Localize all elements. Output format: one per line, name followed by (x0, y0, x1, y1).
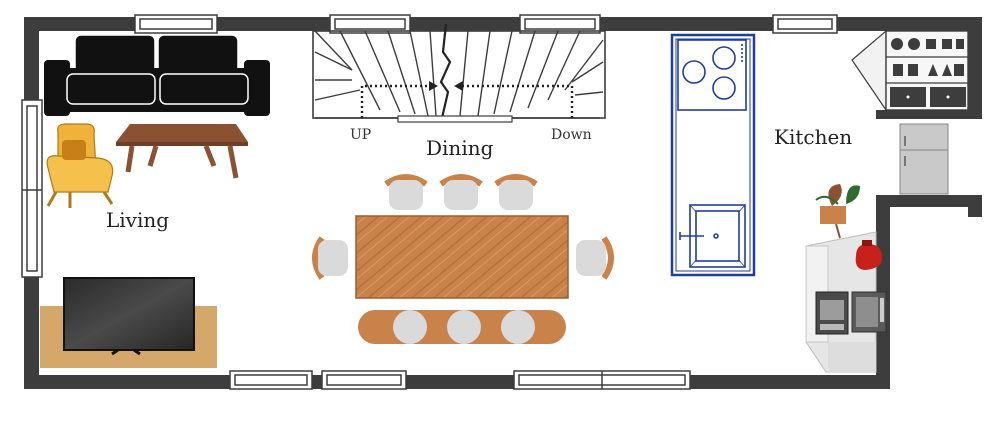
cooktop-icon (677, 39, 747, 111)
room-label-living: Living (106, 208, 169, 232)
room-label-dining: Dining (426, 136, 494, 160)
wall-top (24, 17, 982, 31)
dining-chair (439, 174, 483, 210)
windows (21, 14, 838, 390)
dining-chair-left (312, 236, 348, 280)
microwave-icon (851, 291, 887, 333)
dining-table-icon (355, 215, 569, 299)
window-top-4 (772, 14, 838, 34)
armchair-icon (46, 123, 114, 208)
stair-up-label: UP (350, 127, 371, 143)
up-arrow-path (360, 84, 430, 118)
sink-icon (679, 204, 746, 268)
window-bottom-3 (513, 370, 691, 390)
wall-right-upper (968, 17, 982, 117)
sofa-icon (44, 34, 270, 116)
dining-chair (494, 174, 538, 210)
room-label-kitchen: Kitchen (774, 125, 852, 149)
wall-notch-horizontal (876, 195, 982, 207)
tv-icon (63, 277, 195, 356)
down-arrow-path (462, 84, 574, 118)
staircase (312, 23, 606, 123)
fridge-icon (899, 123, 949, 195)
oven-icon (815, 291, 849, 335)
dining-chair (384, 174, 428, 210)
window-bottom-1 (229, 370, 313, 390)
up-arrowhead (429, 81, 438, 91)
window-top-1 (134, 14, 218, 34)
down-arrowhead (454, 81, 463, 91)
wall-bottom (24, 375, 890, 389)
coffee-table-icon (116, 124, 248, 179)
stair-arrows (360, 84, 574, 118)
dining-chairs-top (384, 174, 538, 210)
stair-arrowheads (429, 81, 463, 91)
stair-down-label: Down (551, 127, 592, 143)
kitchen-shelves (851, 29, 969, 112)
kettle-icon (855, 240, 882, 270)
window-top-2 (329, 14, 411, 34)
kitchen-shelf-wall (876, 110, 982, 119)
dining-bench (358, 310, 566, 344)
window-bottom-2 (321, 370, 407, 390)
window-left (21, 99, 43, 278)
dining-chair-right (576, 236, 614, 280)
plant-icon (815, 184, 860, 239)
window-top-3 (519, 14, 601, 34)
